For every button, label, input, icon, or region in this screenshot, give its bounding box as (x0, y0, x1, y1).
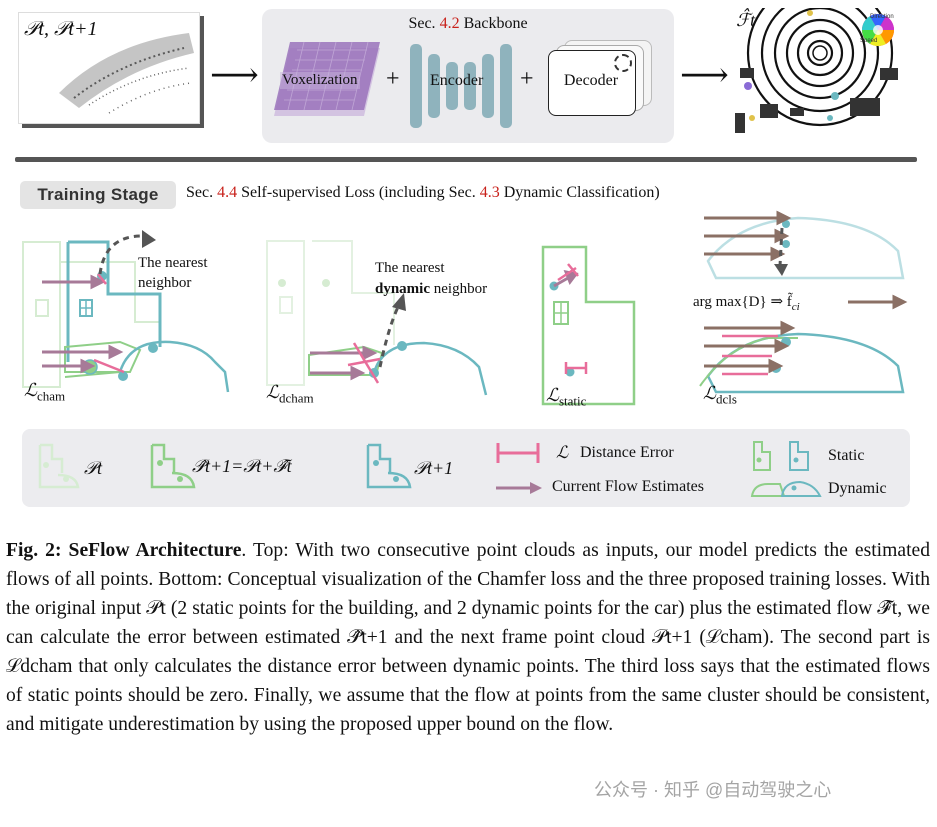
loss-dcls-label: ℒdcls (703, 383, 737, 408)
static-legend-icon (753, 441, 809, 471)
loss-dcham-subscript: dcham (278, 390, 314, 406)
section-divider (15, 157, 917, 162)
backbone-section-number: 4.2 (439, 15, 460, 32)
encoder-block-icon (410, 44, 512, 128)
point-cloud-illustration (59, 33, 194, 114)
dcham-note-line1: The nearest (375, 260, 445, 276)
legend-pt-next-icon (366, 443, 412, 489)
output-flow-visualization: Direction Speed (730, 0, 900, 138)
encoder-label: Encoder (430, 72, 484, 89)
figure-caption-text: . Top: With two consecutive point clouds… (6, 540, 931, 735)
dcham-note-rest: neighbor (430, 281, 488, 297)
loss-dcham-symbol: ℒ (266, 382, 279, 402)
flow-estimate-arrow-icon (496, 482, 542, 494)
cham-note-line2: neighbor (138, 275, 192, 291)
decoder-label: Decoder (563, 72, 619, 89)
plus-sign: + (386, 66, 400, 92)
training-section-number-1: 4.4 (217, 184, 238, 201)
output-flow-label: ℱ̂t (736, 10, 756, 30)
loss-dcham-label: ℒdcham (266, 382, 314, 407)
loss-static-label: ℒstatic (546, 385, 586, 410)
legend-pt-icon (38, 443, 80, 489)
figure-caption-label: Fig. 2: SeFlow Architecture (6, 540, 242, 561)
loss-dcls-symbol: ℒ (703, 383, 716, 403)
argmax-text: arg max{D} ⇒ f̃ (693, 294, 792, 310)
dynamic-label: Dynamic (828, 480, 887, 497)
loss-cham-symbol: ℒ (24, 380, 37, 400)
legend-pt-next-label: 𝒫t+1 (414, 458, 454, 478)
training-title-post: Dynamic Classification) (499, 184, 660, 201)
input-label: 𝒫t, 𝒫t+1 (24, 18, 98, 40)
dynamic-legend-icon (750, 480, 822, 497)
loss-static-symbol: ℒ (546, 385, 559, 405)
watermark: 公众号 · 知乎 @自动驾驶之心 (594, 780, 832, 800)
voxelization-label: Voxelization (280, 72, 360, 89)
arrow-right-icon: ⟶ (210, 55, 259, 95)
panel-cham-diagram (22, 230, 230, 393)
training-title-mid: Self-supervised Loss (including Sec. (237, 184, 480, 201)
dcham-note-bold: dynamic (375, 281, 431, 297)
static-label: Static (828, 447, 865, 464)
arrow-right-icon-2: ⟶ (680, 55, 729, 95)
figure-caption: Fig. 2: SeFlow Architecture. Top: With t… (6, 536, 930, 739)
distance-error-symbol: ℒ (556, 443, 569, 462)
loss-cham-label: ℒcham (24, 380, 65, 405)
loss-dcls-subscript: dcls (715, 391, 737, 407)
dcham-note-line2: dynamic neighbor (375, 281, 487, 298)
cham-note-line1: The nearest (138, 255, 208, 271)
legend-pt-label: 𝒫t (84, 458, 102, 478)
panel-dcls-diagram (699, 210, 908, 394)
legend-pt-hat-icon (150, 443, 196, 489)
panel-static-diagram (541, 245, 636, 406)
wheel-speed-label: Speed (860, 38, 877, 44)
input-point-cloud-image (18, 12, 200, 124)
backbone-title-post: Backbone (459, 15, 528, 32)
argmax-subscript: ci (791, 301, 800, 313)
legend-pt-hat-label: 𝒫̂t+1=𝒫t+ℱ̂t (192, 456, 292, 476)
argmax-label: arg max{D} ⇒ f̃ci (693, 292, 800, 313)
distance-error-icon (496, 443, 540, 463)
panel-dcham-diagram (266, 240, 488, 396)
refresh-icon (614, 54, 632, 72)
training-stage-title: Sec. 4.4 Self-supervised Loss (including… (186, 184, 660, 202)
backbone-title-pre: Sec. (408, 15, 440, 32)
flow-estimates-label: Current Flow Estimates (552, 478, 704, 495)
backbone-title: Sec. 4.2 Backbone (262, 15, 674, 33)
training-title-pre: Sec. (186, 184, 218, 201)
loss-cham-subscript: cham (36, 388, 66, 404)
training-section-number-2: 4.3 (479, 184, 500, 201)
plus-sign-2: + (520, 66, 534, 92)
training-stage-badge: Training Stage (20, 181, 176, 209)
loss-static-subscript: static (558, 393, 587, 409)
distance-error-label: Distance Error (580, 444, 674, 461)
wheel-direction-label: Direction (870, 14, 894, 20)
flow-field-illustration: Direction Speed (730, 0, 900, 138)
